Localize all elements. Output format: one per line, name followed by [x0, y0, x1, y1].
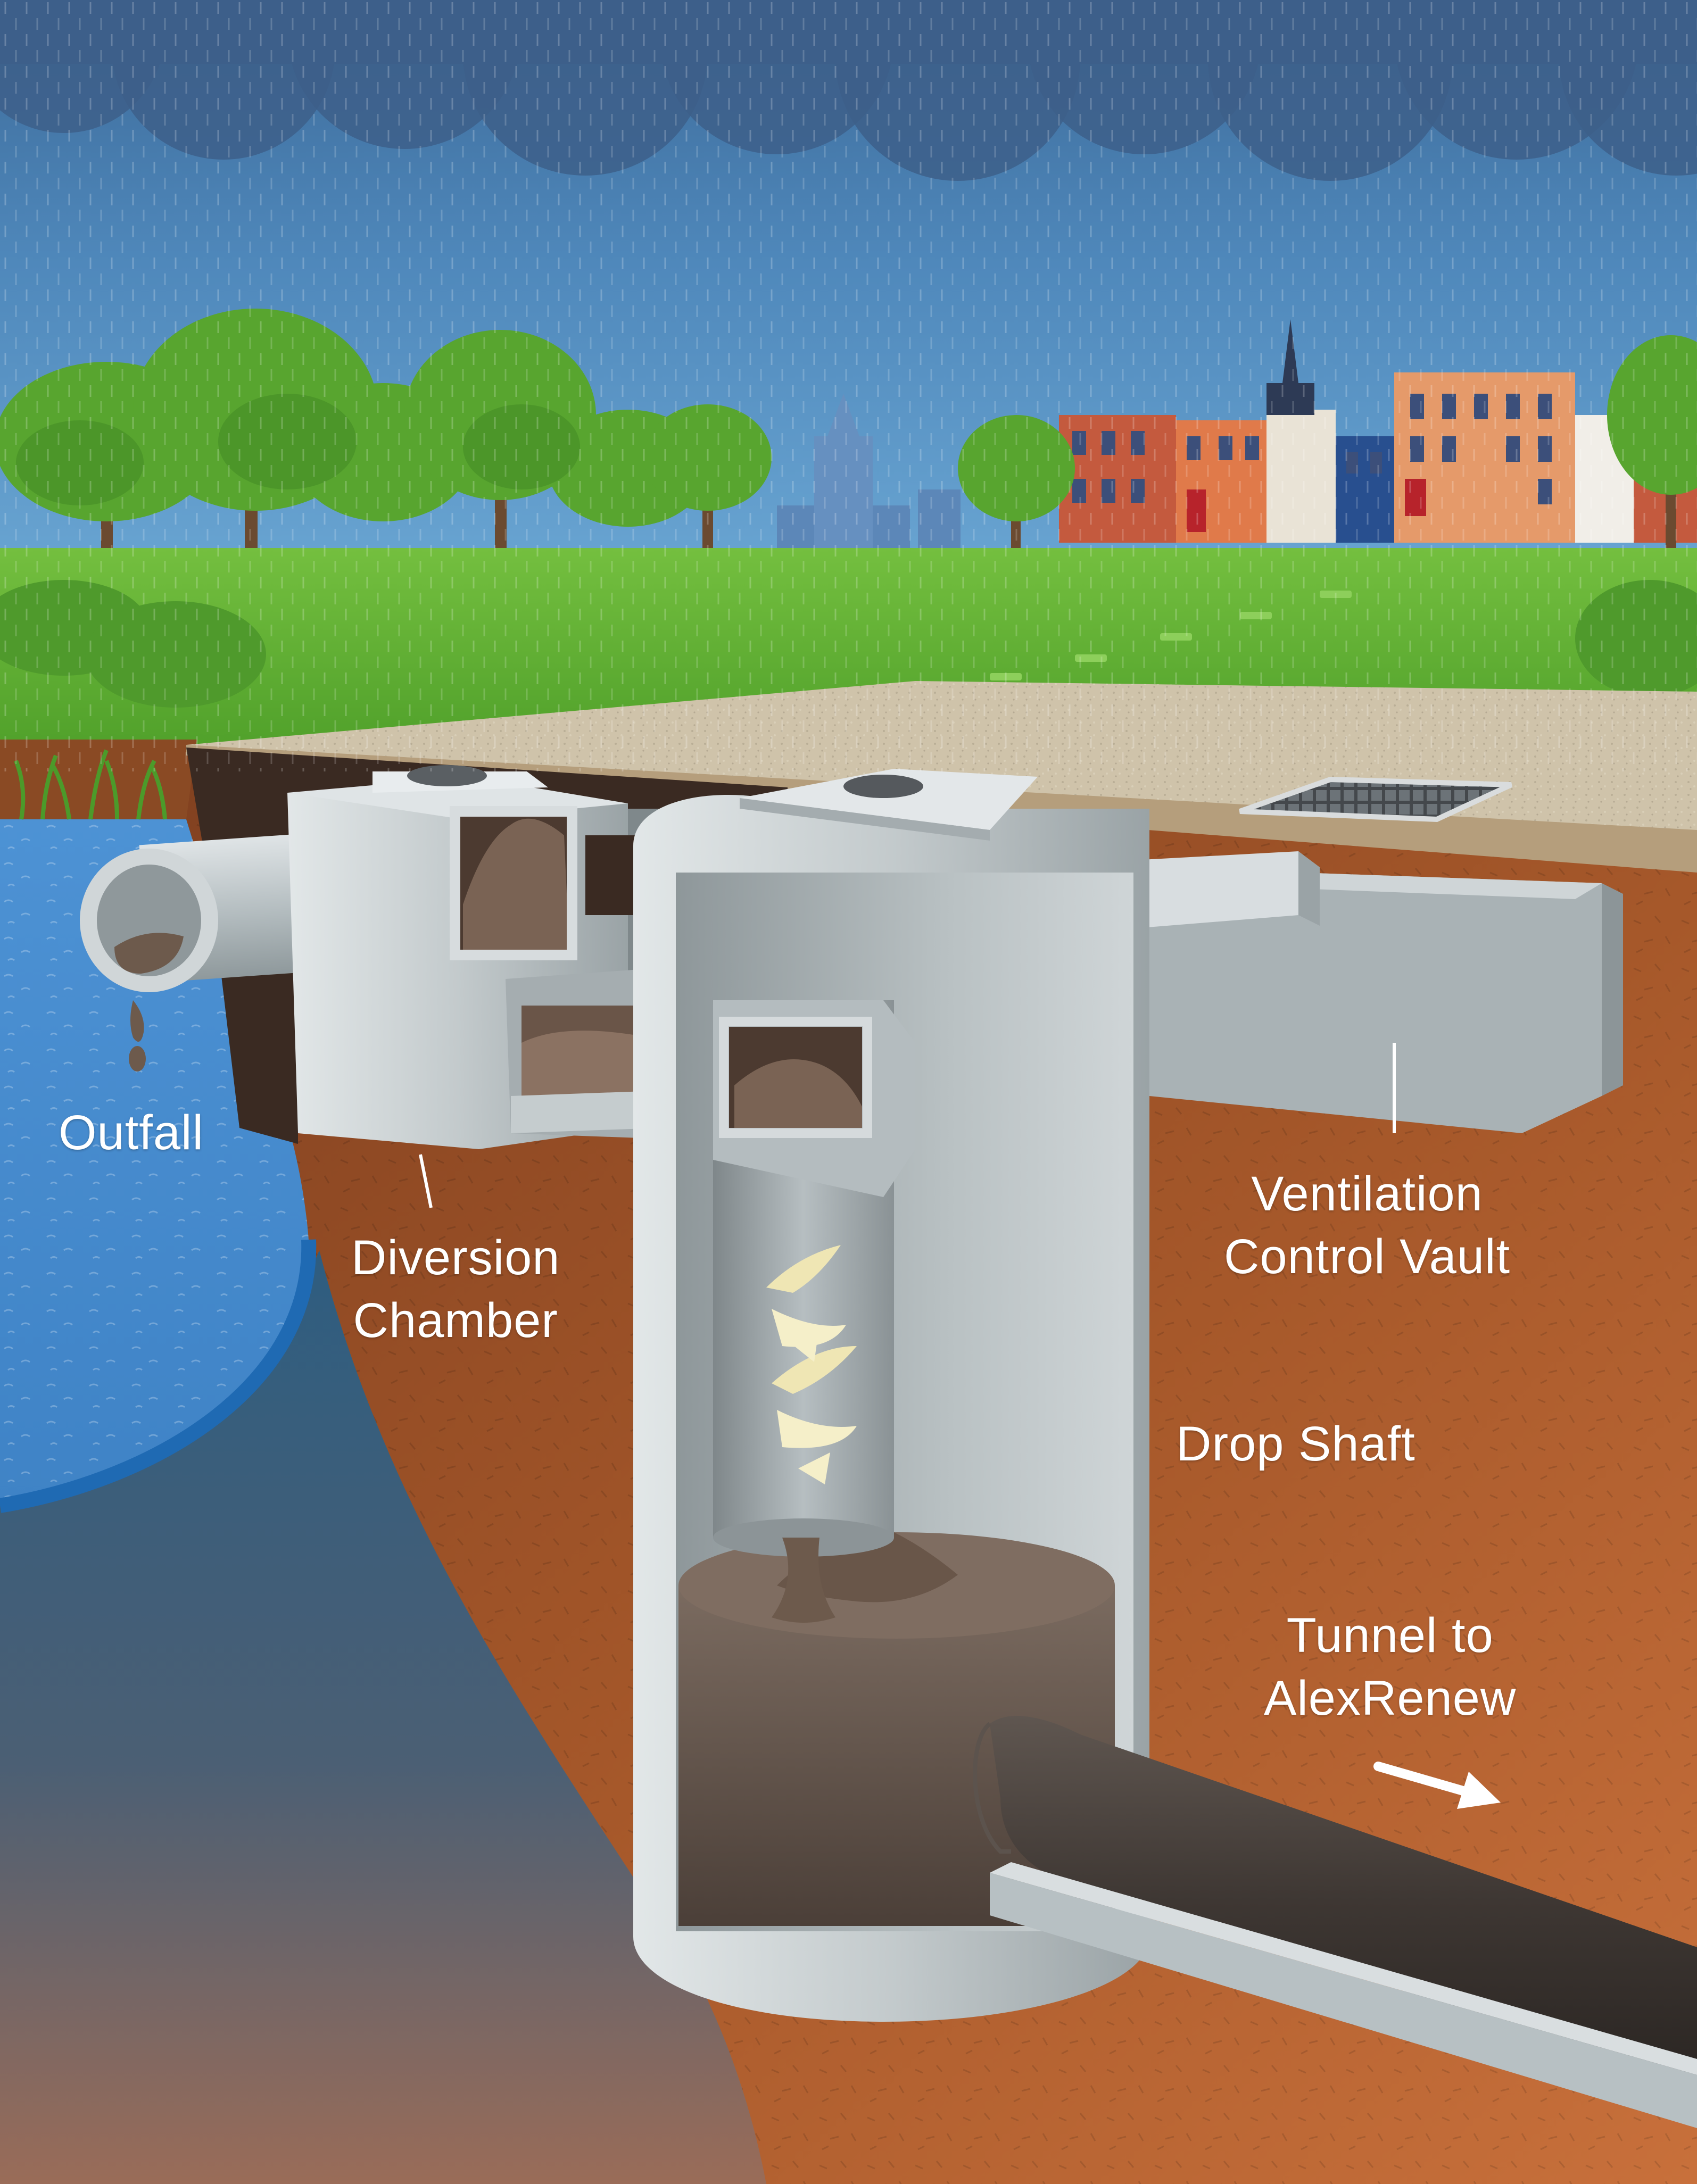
- ventilation-text-line1: Ventilation: [1251, 1167, 1483, 1221]
- diversion-chamber-text-line1: Diversion: [351, 1231, 560, 1285]
- outfall-text: Outfall: [59, 1106, 204, 1160]
- drop-shaft-label: Drop Shaft: [1176, 1413, 1415, 1475]
- tunnel-text-line1: Tunnel to: [1286, 1608, 1494, 1663]
- outfall-pipe: [80, 826, 425, 1072]
- deep-substrate: [0, 1250, 766, 2184]
- outfall-label: Outfall: [59, 1101, 204, 1164]
- tunnel-direction-arrow-icon: [1373, 1762, 1501, 1809]
- tunnel-text-line2: AlexRenew: [1264, 1671, 1517, 1725]
- river-bank-edge: [0, 1239, 317, 1513]
- diversion-chamber-label: Diversion Chamber: [351, 1226, 560, 1352]
- ventilation-text-line2: Control Vault: [1224, 1230, 1511, 1284]
- tunnel: [973, 1716, 1697, 2128]
- ventilation-control-vault: [1102, 851, 1623, 1133]
- diversion-chamber-text-line2: Chamber: [353, 1293, 558, 1348]
- connecting-channel: [506, 968, 660, 1139]
- drop-shaft-text: Drop Shaft: [1176, 1417, 1415, 1471]
- storm-grate: [1239, 776, 1513, 823]
- ventilation-control-vault-label: Ventilation Control Vault: [1224, 1162, 1510, 1288]
- drop-shaft-intake: [713, 1000, 915, 1197]
- rain: [0, 0, 1697, 771]
- tunnel-label: Tunnel to AlexRenew: [1264, 1604, 1516, 1730]
